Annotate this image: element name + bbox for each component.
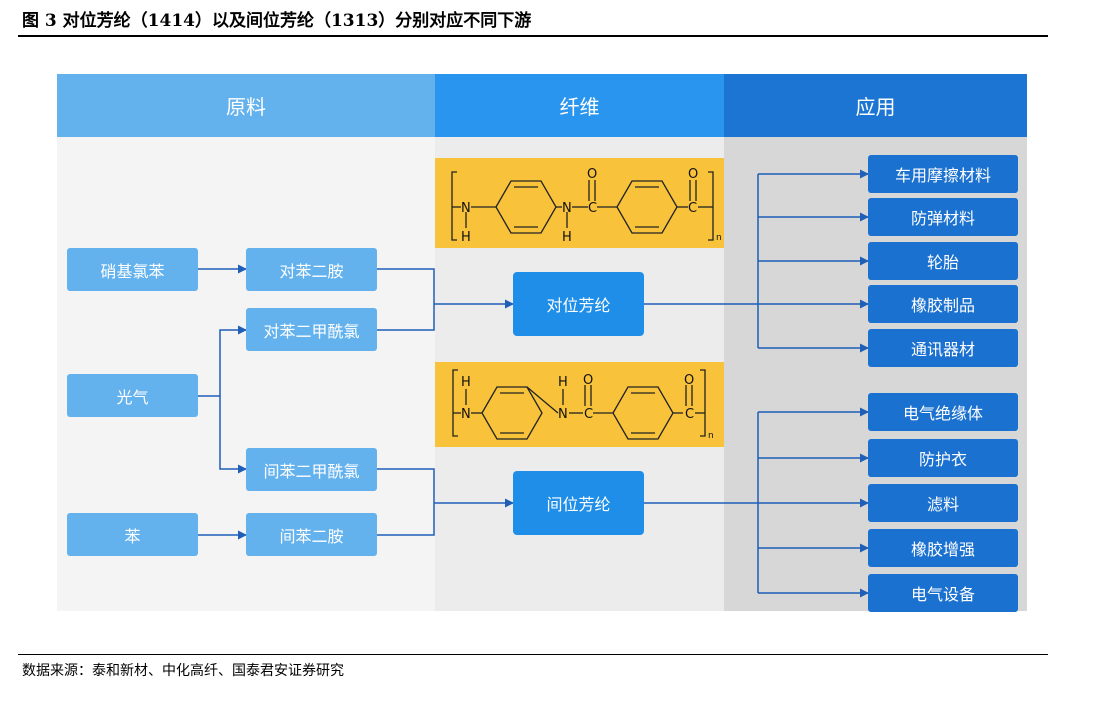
title-divider <box>18 35 1048 37</box>
figure-title: 图 3 对位芳纶（1414）以及间位芳纶（1313）分别对应不同下游 <box>22 11 532 31</box>
meta-structure-panel <box>435 362 724 447</box>
para-atom-n2: N <box>562 201 572 216</box>
meta-aramid-structure <box>452 369 706 440</box>
para-atom-o1: O <box>587 167 597 182</box>
app-rubber-products: 橡胶制品 <box>868 285 1018 323</box>
para-structure-panel <box>435 158 724 248</box>
app-rubber-reinforcement: 橡胶增强 <box>868 529 1018 567</box>
para-aramid-structure <box>451 171 714 241</box>
para-repeat-n: n <box>716 233 722 243</box>
arrow-to-meta <box>377 468 513 536</box>
app-tire: 轮胎 <box>868 242 1018 280</box>
source-divider <box>18 654 1048 655</box>
meta-atom-c1: C <box>584 407 593 422</box>
meta-repeat-n: n <box>708 431 714 441</box>
arrow-phosgene-to-ipc <box>219 396 247 474</box>
para-trunk <box>644 174 759 348</box>
fiber-para-aramid: 对位芳纶 <box>513 272 644 336</box>
mid-tpc: 对苯二甲酰氯 <box>246 308 377 351</box>
mid-ppd: 对苯二胺 <box>246 248 377 291</box>
para-atom-h1: H <box>461 230 471 245</box>
mid-mpd: 间苯二胺 <box>246 513 377 556</box>
meta-structure-atoms: H N H N C O C O n <box>461 373 714 441</box>
connectors <box>198 169 869 598</box>
para-atom-n1: N <box>461 201 471 216</box>
meta-atom-o1: O <box>583 373 593 388</box>
mid-ipc: 间苯二甲酰氯 <box>246 448 377 491</box>
meta-atom-h2: H <box>558 375 568 390</box>
meta-trunk <box>644 412 759 593</box>
meta-atom-o2: O <box>684 373 694 388</box>
para-atom-c2: C <box>688 201 697 216</box>
para-structure-atoms: N H N H C O C O n <box>461 167 722 245</box>
raw-benzene: 苯 <box>67 513 198 556</box>
app-electrical-insulator: 电气绝缘体 <box>868 393 1018 431</box>
fiber-meta-aramid: 间位芳纶 <box>513 471 644 535</box>
para-atom-c1: C <box>588 201 597 216</box>
arrow-phosgene-to-tpc <box>198 325 247 397</box>
arrow-to-para <box>377 268 513 331</box>
app-electrical-equipment: 电气设备 <box>868 574 1018 612</box>
app-ballistic-material: 防弹材料 <box>868 198 1018 236</box>
meta-atom-n2: N <box>558 407 568 422</box>
header-fiber: 纤维 <box>435 74 724 137</box>
app-telecom-equipment: 通讯器材 <box>868 329 1018 367</box>
header-app: 应用 <box>724 74 1027 137</box>
para-atom-h2: H <box>562 230 572 245</box>
raw-phosgene: 光气 <box>67 374 198 417</box>
meta-atom-n1: N <box>461 407 471 422</box>
raw-nitrochlorobenzene: 硝基氯苯 <box>67 248 198 291</box>
app-protective-clothing: 防护衣 <box>868 439 1018 477</box>
source-note: 数据来源：泰和新材、中化高纤、国泰君安证券研究 <box>22 663 344 679</box>
app-friction-material: 车用摩擦材料 <box>868 155 1018 193</box>
app-filter-material: 滤料 <box>868 484 1018 522</box>
meta-atom-h1: H <box>461 375 471 390</box>
header-raw: 原料 <box>57 74 435 137</box>
para-atom-o2: O <box>688 167 698 182</box>
meta-atom-c2: C <box>685 407 694 422</box>
